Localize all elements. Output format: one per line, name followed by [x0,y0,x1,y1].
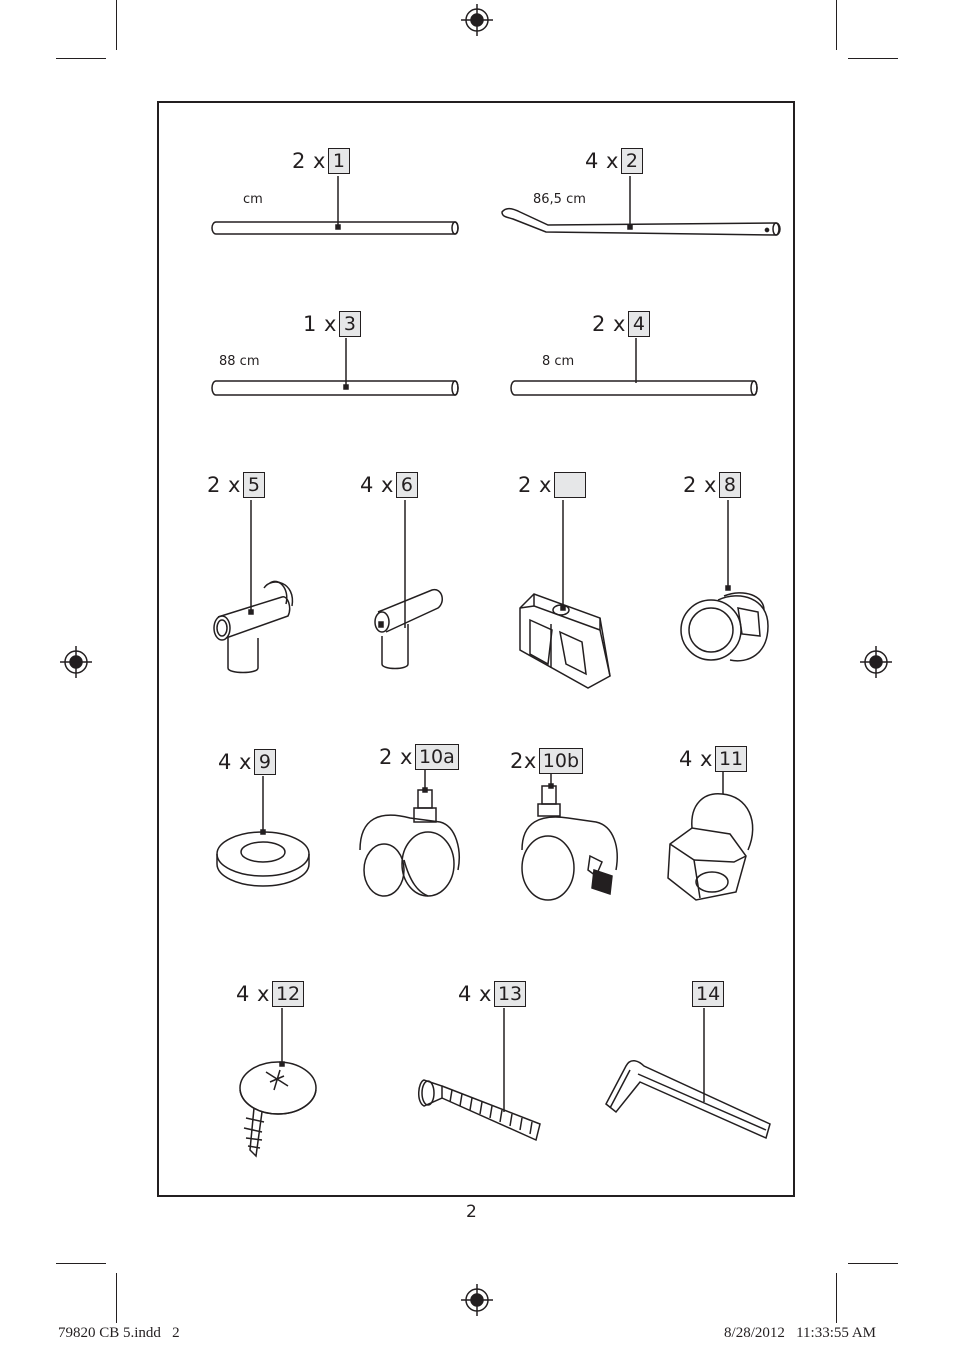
part-quantity: 2 x [292,149,326,173]
part-quantity: 2 x [518,473,552,497]
part-label: 4 x 6 [360,472,418,498]
part-quantity: 4 x [360,473,394,497]
part-label: 2 x 1 [292,148,350,174]
part-quantity: 4 x [236,982,270,1006]
part-quantity: 4 x [679,747,713,771]
part-13-bolt-icon [418,1008,541,1142]
part-quantity: 4 x [458,982,492,1006]
part-14-hex-key-icon [605,1008,771,1140]
part-8-round-cap-icon [680,500,769,662]
part-dimension: 88 cm [219,354,260,369]
part-dimension: 8 cm [542,354,575,369]
part-label: 4 x 12 [236,981,305,1007]
part-label: 2 x [518,472,586,498]
registration-mark-icon [460,1283,494,1317]
part-number-box: 11 [714,746,748,772]
part-2-bent-tube-icon [501,176,781,236]
part-3-tube-icon [211,338,459,396]
part-number-box: 1 [327,148,350,174]
part-number-box: 8 [718,472,741,498]
part-4-tube-icon [510,338,758,396]
part-quantity: 2x [510,749,537,773]
part-10a-caster-icon [359,768,460,897]
part-quantity: 4 x [218,750,252,774]
part-label: 4 x 2 [585,148,643,174]
part-quantity: 2 x [683,473,717,497]
part-number-box: 12 [271,981,305,1007]
part-label: 4 x 13 [458,981,527,1007]
part-label: 4 x 11 [679,746,748,772]
part-quantity: 1 x [303,312,337,336]
part-number-box: 5 [242,472,265,498]
part-12-screw-icon [239,1008,317,1158]
part-number-box: 10b [538,748,584,774]
trim-mark [848,58,898,59]
part-label: 14 [690,981,725,1007]
part-label: 2x 10b [510,748,584,774]
slug-timestamp: 8/28/2012 11:33:55 AM [724,1325,876,1341]
trim-mark [116,0,117,50]
trim-mark [836,0,837,50]
part-number-box: 2 [620,148,643,174]
part-label: 1 x 3 [303,311,361,337]
part-quantity: 2 x [592,312,626,336]
part-1-tube-icon [211,176,459,235]
part-dimension: 86,5 cm [533,192,586,207]
part-number-box: 4 [627,311,650,337]
trim-mark [848,1263,898,1264]
part-6-connector-icon [374,500,443,670]
part-label: 2 x 8 [683,472,741,498]
part-quantity: 4 x [585,149,619,173]
part-11-cap-nut-icon [667,772,754,901]
part-9-washer-icon [216,776,310,887]
part-quantity: 2 x [379,745,413,769]
part-label: 4 x 9 [218,749,276,775]
part-5-t-connector-icon [213,500,294,674]
registration-mark-icon [59,645,93,679]
page-number: 2 [466,1202,477,1222]
part-7-bracket-icon [519,500,611,689]
part-number-box: 13 [493,981,527,1007]
part-number-box: 3 [338,311,361,337]
part-number-box: 14 [692,981,725,1007]
part-label: 2 x 4 [592,311,650,337]
part-number-box: 9 [253,749,276,775]
registration-mark-icon [859,645,893,679]
part-number-box [553,472,586,498]
part-number-box: 6 [395,472,418,498]
trim-mark [56,1263,106,1264]
part-10b-caster-icon [521,774,618,901]
registration-mark-icon [460,3,494,37]
trim-mark [116,1273,117,1323]
part-label: 2 x 10a [379,744,459,770]
trim-mark [836,1273,837,1323]
parts-frame [157,101,795,1197]
part-number-box: 10a [414,744,459,770]
part-label: 2 x 5 [207,472,265,498]
trim-mark [56,58,106,59]
part-dimension: cm [243,192,263,207]
slug-file-name: 79820 CB 5.indd 2 [58,1325,180,1341]
part-quantity: 2 x [207,473,241,497]
